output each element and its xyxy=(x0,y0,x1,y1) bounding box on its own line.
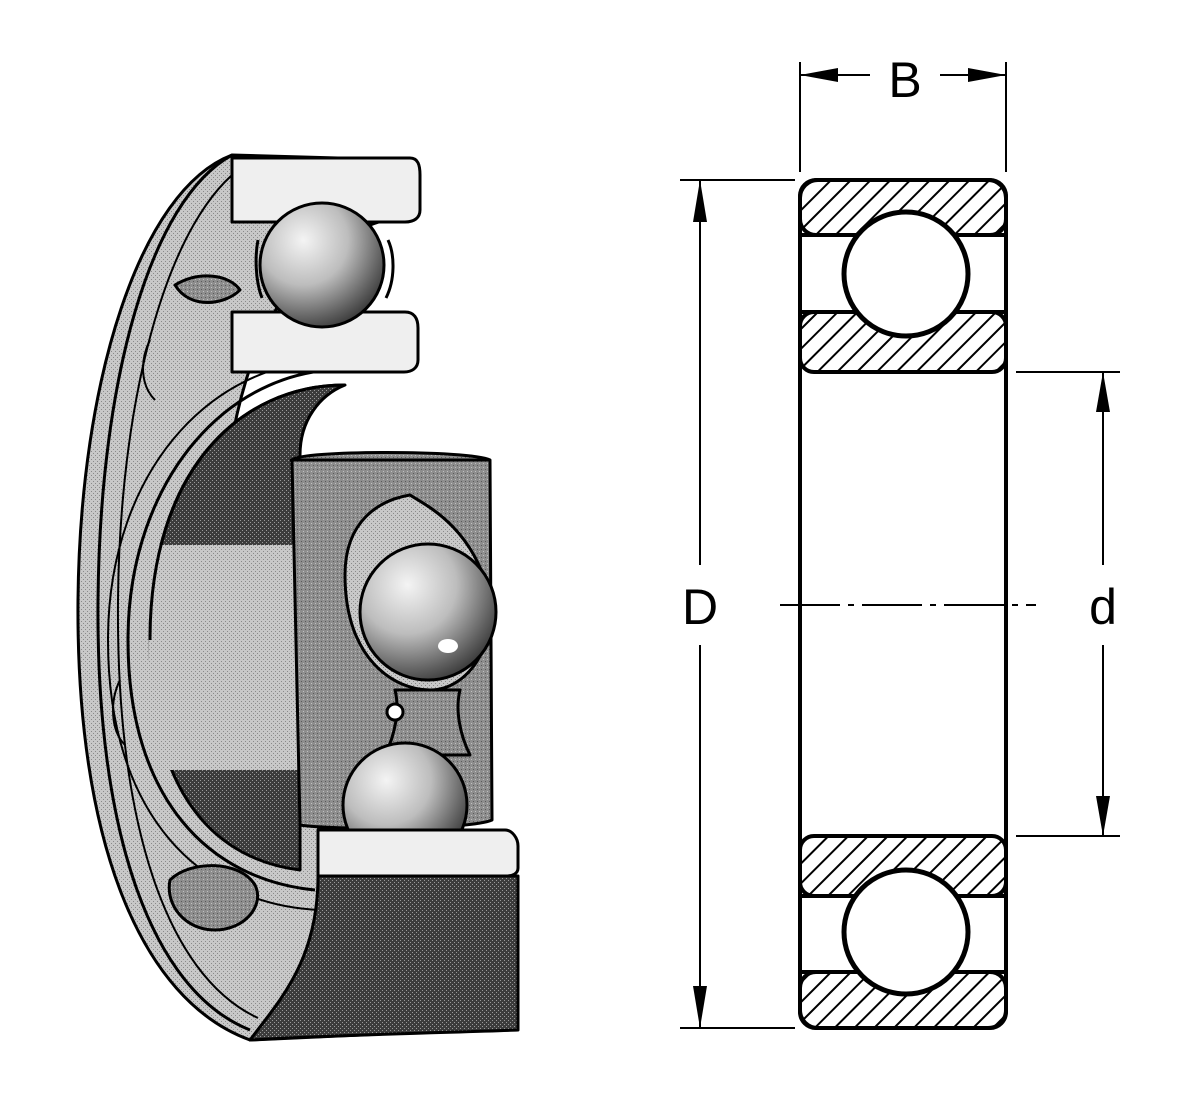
dimension-bore-diameter xyxy=(1016,371,1120,837)
hidden-balls xyxy=(167,864,260,932)
middle-ball xyxy=(358,542,498,682)
top-inner-ring-section xyxy=(230,310,420,374)
bottom-ring-block xyxy=(248,874,520,1042)
top-ball xyxy=(258,201,386,329)
bottom-section-ball xyxy=(841,867,971,997)
dimension-b xyxy=(799,62,1007,172)
dimension-bore-diameter-label: d xyxy=(1089,579,1117,635)
bottom-outer-ring-section xyxy=(316,828,520,878)
top-section-ball xyxy=(841,209,971,339)
inner-ring-face xyxy=(126,367,361,892)
bore-highlight xyxy=(148,545,300,770)
outer-ring-face xyxy=(96,153,251,1032)
dimension-outer-diameter xyxy=(680,179,795,1029)
dimension-b-label: B xyxy=(888,52,921,108)
top-outer-ring-section xyxy=(230,156,422,224)
dimension-outer-diameter-label: D xyxy=(682,579,718,635)
bearing-cross-section xyxy=(798,178,1008,1030)
bearing-cutaway-illustration xyxy=(76,153,520,1042)
